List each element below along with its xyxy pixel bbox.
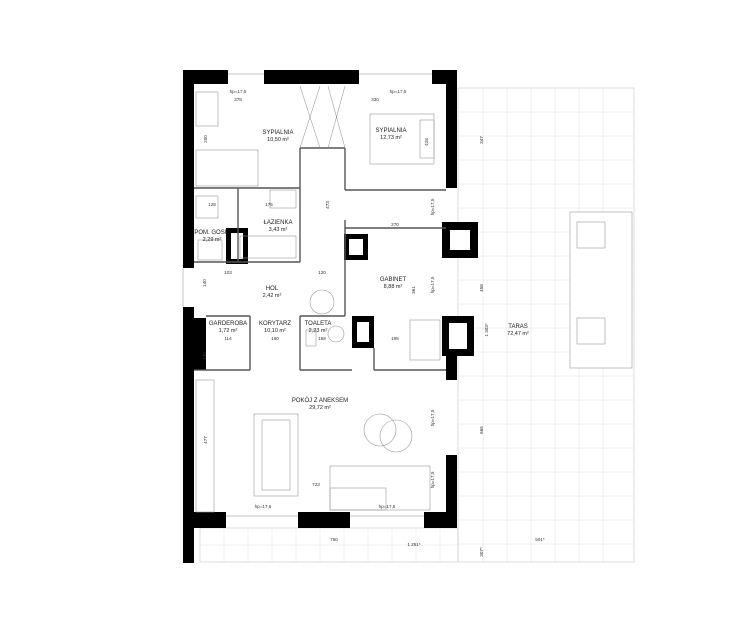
dim-label: 140 [202,352,207,360]
room-area-gabinet: 8,88 m² [384,284,403,290]
dim-label: 477 [203,436,208,444]
room-name-pokoj: POKÓJ Z ANEKSEM [292,397,348,404]
room-area-sypialnia-2: 12,73 m² [380,135,402,141]
dim-label: 114 [224,336,232,341]
dim-label: hp=17,5 [390,89,407,94]
room-name-lazienka: ŁAZIENKA [263,220,292,226]
dim-label: hp=17,5 [430,471,435,488]
dim-label: hp=17,5 [430,276,435,293]
room-name-korytarz: KORYTARZ [259,321,291,327]
dim-label: 378 [234,97,242,102]
dim-label: 361 [411,286,416,294]
dim-label: 175 [265,202,273,207]
dim-label: 428 [424,138,429,146]
dim-label: 103 [224,270,232,275]
dim-label: 140 [202,279,207,287]
outer-walls [183,70,478,563]
dim-label: 158 [318,336,326,341]
room-name-pom-gosp: POM. GOSP. [194,230,230,236]
room-name-toaleta: TOALETA [305,321,332,327]
dim-label: 160 [271,336,279,341]
room-area-lazienka: 3,43 m² [269,227,288,233]
room-area-toaleta: 2,23 m² [309,328,328,334]
dim-label: 458 [479,284,484,292]
dim-label: 128 [208,202,216,207]
room-labels: SYPIALNIA 10,50 m² SYPIALNIA 12,73 m² ŁA… [194,128,529,411]
dim-label: 330 [371,97,379,102]
dim-label: 723 [312,482,320,487]
dim-label: hp=17,5 [255,504,272,509]
furniture [182,73,441,517]
dim-label: 501* [535,537,545,542]
dim-label: hp=17,5 [430,409,435,426]
dim-label: 270 [391,222,399,227]
room-area-hol: 2,42 m² [263,293,282,299]
dim-label: 1 303* [484,323,489,336]
room-area-sypialnia-1: 10,50 m² [267,137,289,143]
dim-label: 120 [318,270,326,275]
dim-label: 195 [391,336,399,341]
dim-label: 1 251* [407,542,420,547]
room-area-taras: 72,47 m² [507,331,529,337]
dimension-labels: hp=17,5 hp=17,5 378 330 128 175 270 103 … [202,89,545,557]
room-name-sypialnia-2: SYPIALNIA [375,128,406,134]
room-name-garderoba: GARDEROBA [209,321,247,327]
dim-label: hp=17,5 [379,504,396,509]
room-area-garderoba: 1,72 m² [219,328,238,334]
room-area-korytarz: 10,10 m² [264,328,286,334]
dim-label: 665 [479,426,484,434]
room-name-taras: TARAS [508,324,528,330]
inner-walls [194,147,446,371]
dim-label: hp=17,5 [230,89,247,94]
room-name-gabinet: GABINET [380,277,407,283]
room-area-pokoj: 29,72 m² [309,405,331,411]
dim-label: 750 [330,537,338,542]
dim-label: 200 [203,135,208,143]
dim-label: 307* [479,547,484,557]
dim-label: 473 [325,201,330,209]
terrace-grid [199,87,635,563]
dim-label: hp=17,5 [430,198,435,215]
room-name-sypialnia-1: SYPIALNIA [262,130,293,136]
room-name-hol: HOL [266,286,279,292]
dim-label: 347 [479,136,484,144]
room-area-pom-gosp: 2,29 m² [203,237,222,243]
